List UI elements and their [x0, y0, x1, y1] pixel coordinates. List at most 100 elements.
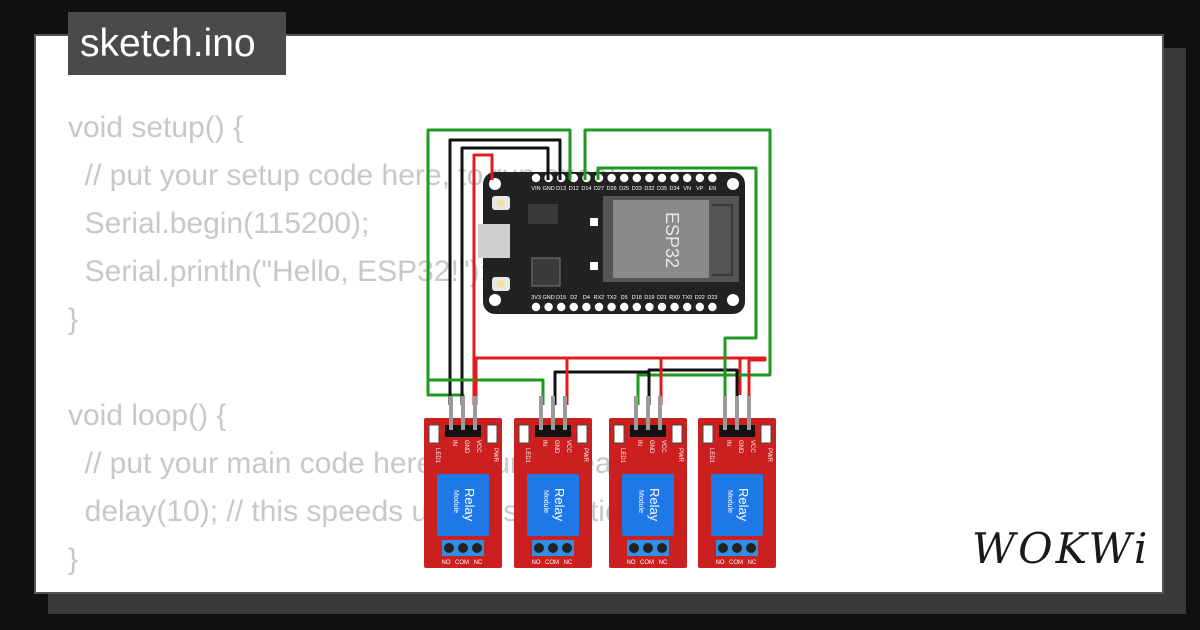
relay-terminal-screw[interactable]	[629, 543, 639, 553]
relay-terminal-label: NC	[748, 560, 757, 566]
relay-pin[interactable]	[449, 396, 453, 430]
relay-terminal-label: NC	[564, 560, 573, 566]
relay-terminal-screw[interactable]	[534, 543, 544, 553]
esp32-pin[interactable]	[620, 302, 629, 312]
esp32-pin-label: VIN	[531, 186, 540, 192]
relay-body	[711, 474, 763, 536]
esp32-pin[interactable]	[708, 173, 717, 183]
relay-title: Relay	[552, 488, 567, 522]
relay-terminal-label: COM	[640, 560, 654, 566]
code-line: void loop() {	[68, 399, 227, 432]
relay-terminal-screw[interactable]	[746, 543, 756, 553]
esp32-pin[interactable]	[607, 173, 616, 183]
relay-body	[437, 474, 489, 536]
esp32-pin[interactable]	[657, 173, 667, 183]
relay-pin[interactable]	[747, 396, 751, 430]
esp32-pin-label: D23	[707, 295, 717, 301]
esp32-pin[interactable]	[657, 302, 667, 312]
relay-terminal-screw[interactable]	[732, 543, 742, 553]
code-line: void setup() {	[68, 111, 244, 144]
relay-subtitle: Module	[637, 490, 644, 513]
esp32-pin[interactable]	[632, 302, 641, 312]
esp32-pin[interactable]	[594, 302, 604, 312]
relay-pin[interactable]	[563, 396, 567, 430]
relay-subtitle: Module	[726, 490, 733, 513]
relay-pin[interactable]	[634, 396, 638, 430]
relay-pin[interactable]	[551, 396, 555, 430]
relay-terminal-screw[interactable]	[657, 543, 667, 553]
esp32-pin[interactable]	[695, 173, 704, 183]
esp32-pin[interactable]	[683, 173, 692, 183]
esp32-pin[interactable]	[620, 173, 629, 183]
relay-terminal-label: COM	[455, 560, 469, 566]
code-line: }	[68, 303, 79, 336]
esp32-pin-label: D19	[644, 295, 654, 301]
relay-pin[interactable]	[539, 396, 543, 430]
relay-pin[interactable]	[658, 396, 662, 430]
relay-terminal-label: NO	[532, 560, 541, 566]
esp32-pin[interactable]	[544, 302, 553, 312]
relay-terminal-screw[interactable]	[444, 543, 454, 553]
esp32-pin[interactable]	[670, 173, 679, 183]
esp32-pin[interactable]	[569, 173, 578, 183]
esp32-pin[interactable]	[695, 302, 704, 312]
relay-pin-label: GND	[648, 440, 654, 454]
esp32-bottom-pin-header	[531, 302, 717, 312]
esp32-pin-label: GND	[542, 186, 554, 192]
esp32-pin-label: TX2	[607, 295, 617, 301]
relay-pin[interactable]	[646, 396, 650, 430]
esp32-pin[interactable]	[708, 302, 717, 312]
relay-terminal-screw[interactable]	[458, 543, 468, 553]
relay-pin-label: GND	[463, 440, 469, 454]
esp32-pin[interactable]	[607, 302, 616, 312]
esp32-pin-label: TX0	[682, 295, 692, 301]
esp32-pin-label: D34	[670, 186, 680, 192]
relay-title: Relay	[462, 488, 477, 522]
relay-terminal-screw[interactable]	[643, 543, 653, 553]
relay-title: Relay	[647, 488, 662, 522]
code-line: }	[68, 543, 79, 576]
esp32-pin-label: D2	[570, 295, 577, 301]
esp32-pin[interactable]	[632, 173, 641, 183]
esp32-pin[interactable]	[531, 173, 541, 183]
esp32-pin-label: RX0	[669, 295, 680, 301]
esp32-pin[interactable]	[683, 302, 692, 312]
relay-pin-label: IN	[636, 440, 642, 446]
esp32-pin[interactable]	[582, 302, 591, 312]
relay-pin-label: VCC	[660, 440, 666, 453]
esp32-pin[interactable]	[569, 302, 578, 312]
esp32-pin-label: D35	[657, 186, 667, 192]
relay-pin[interactable]	[473, 396, 477, 430]
relay-subtitle: Module	[452, 490, 459, 513]
relay-pwr-label: PWR	[677, 448, 683, 463]
wokwi-logo: WOKWi	[972, 524, 1151, 573]
relay-terminal-screw[interactable]	[472, 543, 482, 553]
esp32-pin-label: EN	[709, 186, 717, 192]
relay-led-label: LED1	[524, 448, 530, 464]
esp32-pin[interactable]	[531, 302, 541, 312]
relay-pin-label: IN	[451, 440, 457, 446]
esp32-pin[interactable]	[645, 302, 654, 312]
relay-pin[interactable]	[735, 396, 739, 430]
esp32-pin[interactable]	[670, 302, 679, 312]
esp32-pin[interactable]	[557, 302, 566, 312]
esp32-pin-label: D14	[581, 186, 591, 192]
relay-body	[527, 474, 579, 536]
relay-terminal-screw[interactable]	[562, 543, 572, 553]
relay-pin[interactable]	[723, 396, 727, 430]
relay-terminal-screw[interactable]	[548, 543, 558, 553]
relay-terminal-label: COM	[545, 560, 559, 566]
relay-terminal-label: NO	[627, 560, 636, 566]
esp32-pin[interactable]	[645, 173, 654, 183]
esp32-pin-label: D12	[569, 186, 579, 192]
relay-pin[interactable]	[461, 396, 465, 430]
esp32-board[interactable]	[478, 172, 745, 314]
relay-pin-label: IN	[541, 440, 547, 446]
relay-pin-label: GND	[553, 440, 559, 454]
relay-terminal-screw[interactable]	[718, 543, 728, 553]
